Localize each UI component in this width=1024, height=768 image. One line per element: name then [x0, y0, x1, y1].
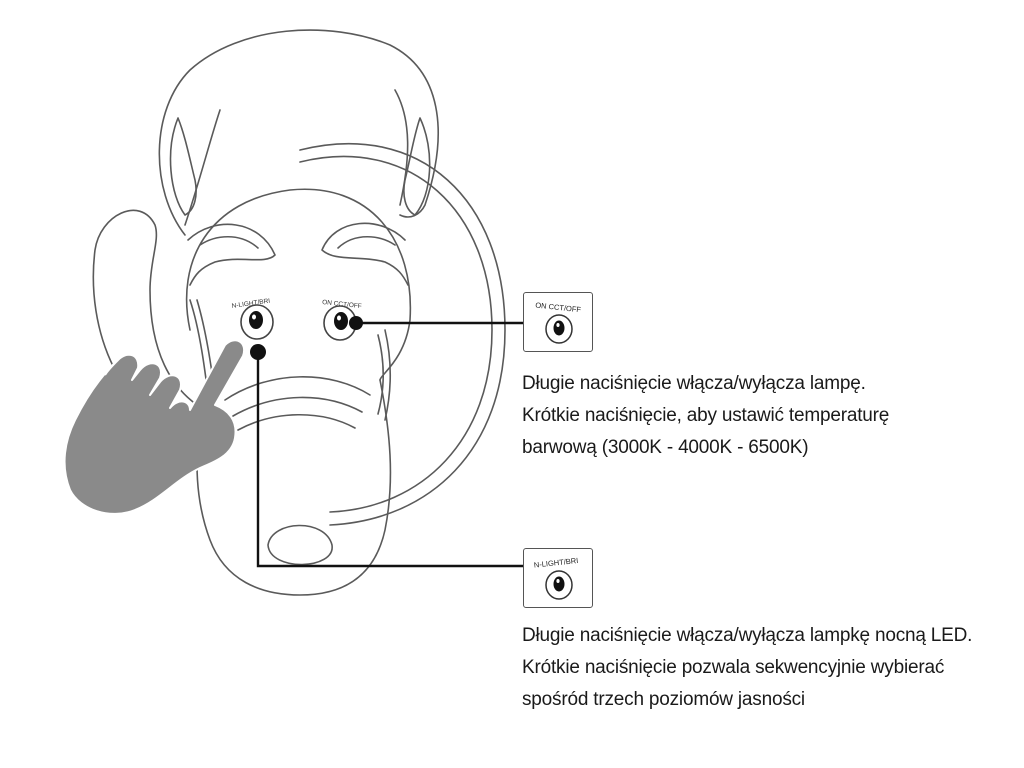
callout-label-n-light: N-LIGHT/BRI: [533, 556, 578, 570]
description-line: Długie naciśnięcie włącza/wyłącza lampę.: [522, 373, 866, 394]
callout-description-n-light: Długie naciśnięcie włącza/wyłącza lampkę…: [522, 620, 1002, 716]
callout-box-on-cct: ON CCT/OFF: [523, 292, 593, 352]
connector-line-n-light: [256, 352, 523, 568]
description-line: Długie naciśnięcie włącza/wyłącza lampkę…: [522, 625, 973, 646]
pointing-hand-icon: [63, 339, 246, 515]
connector-dot-on-cct: [349, 316, 363, 330]
lamp-snout: [196, 379, 392, 596]
callout-description-on-cct: Długie naciśnięcie włącza/wyłącza lampę.…: [522, 368, 1002, 464]
device-button-n-light[interactable]: [240, 304, 274, 340]
lamp-back-shell: [299, 142, 506, 526]
lamp-head: [185, 188, 412, 381]
description-line: spośród trzech poziomów jasności: [522, 689, 805, 710]
lamp-outer-head: [158, 29, 439, 236]
callout-box-n-light: N-LIGHT/BRI: [523, 548, 593, 608]
description-line: barwową (3000K - 4000K - 6500K): [522, 437, 809, 458]
description-line: Krótkie naciśnięcie, aby ustawić tempera…: [522, 405, 890, 426]
device-label-on-cct: ON CCT/OFF: [322, 299, 362, 310]
callout-label-on-cct: ON CCT/OFF: [535, 301, 582, 315]
lamp-nose: [267, 524, 333, 566]
connector-dot-n-light: [250, 344, 266, 360]
description-line: Krótkie naciśnięcie pozwala sekwencyjnie…: [522, 657, 945, 678]
